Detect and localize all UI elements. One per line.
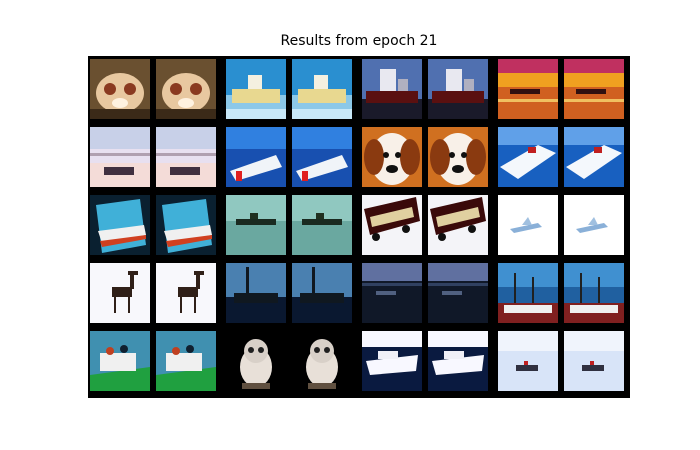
image-grid	[88, 56, 630, 398]
reconstructed-image-cat-face	[156, 59, 216, 119]
original-image-truck-white	[362, 195, 422, 255]
reconstructed-image-ship-red-stripe	[156, 195, 216, 255]
reconstructed-image-boat-people	[156, 331, 216, 391]
reconstructed-image-boat-white-sea	[564, 331, 624, 391]
original-image-cruise-ship	[362, 331, 422, 391]
reconstructed-image-boat-blue-water	[292, 127, 352, 187]
reconstructed-image-deer-on-snow	[156, 263, 216, 323]
reconstructed-image-ship-dark-red-hull	[428, 59, 488, 119]
reconstructed-image-sunset-sea	[564, 59, 624, 119]
original-image-boat-white-sea	[498, 331, 558, 391]
original-image-dark-sea	[362, 263, 422, 323]
original-image-speedboat-white	[498, 127, 558, 187]
reconstructed-image-ship-yellow-hull	[292, 59, 352, 119]
original-image-sunset-sea	[498, 59, 558, 119]
original-image-ship-red-stripe	[90, 195, 150, 255]
original-image-boat-blue-water	[226, 127, 286, 187]
original-image-shore-vehicle	[90, 127, 150, 187]
original-image-dog-face	[362, 127, 422, 187]
reconstructed-image-dog-face	[428, 127, 488, 187]
original-image-boat-people	[90, 331, 150, 391]
reconstructed-image-speedboat-white	[564, 127, 624, 187]
reconstructed-image-ship-blue-harbor	[292, 263, 352, 323]
figure-title: Results from epoch 21	[280, 33, 438, 49]
reconstructed-image-truck-white	[428, 195, 488, 255]
reconstructed-image-cruise-ship	[428, 331, 488, 391]
original-image-sailboats-harbor	[498, 263, 558, 323]
original-image-airplane-white-sky	[498, 195, 558, 255]
reconstructed-image-airplane-white-sky	[564, 195, 624, 255]
reconstructed-image-owl	[292, 331, 352, 391]
original-image-deer-on-snow	[90, 263, 150, 323]
reconstructed-image-dark-sea	[428, 263, 488, 323]
original-image-owl	[226, 331, 286, 391]
original-image-cat-face	[90, 59, 150, 119]
original-image-ship-on-water	[226, 195, 286, 255]
original-image-ship-blue-harbor	[226, 263, 286, 323]
reconstructed-image-sailboats-harbor	[564, 263, 624, 323]
original-image-ship-yellow-hull	[226, 59, 286, 119]
original-image-ship-dark-red-hull	[362, 59, 422, 119]
reconstructed-image-ship-on-water	[292, 195, 352, 255]
reconstructed-image-shore-vehicle	[156, 127, 216, 187]
